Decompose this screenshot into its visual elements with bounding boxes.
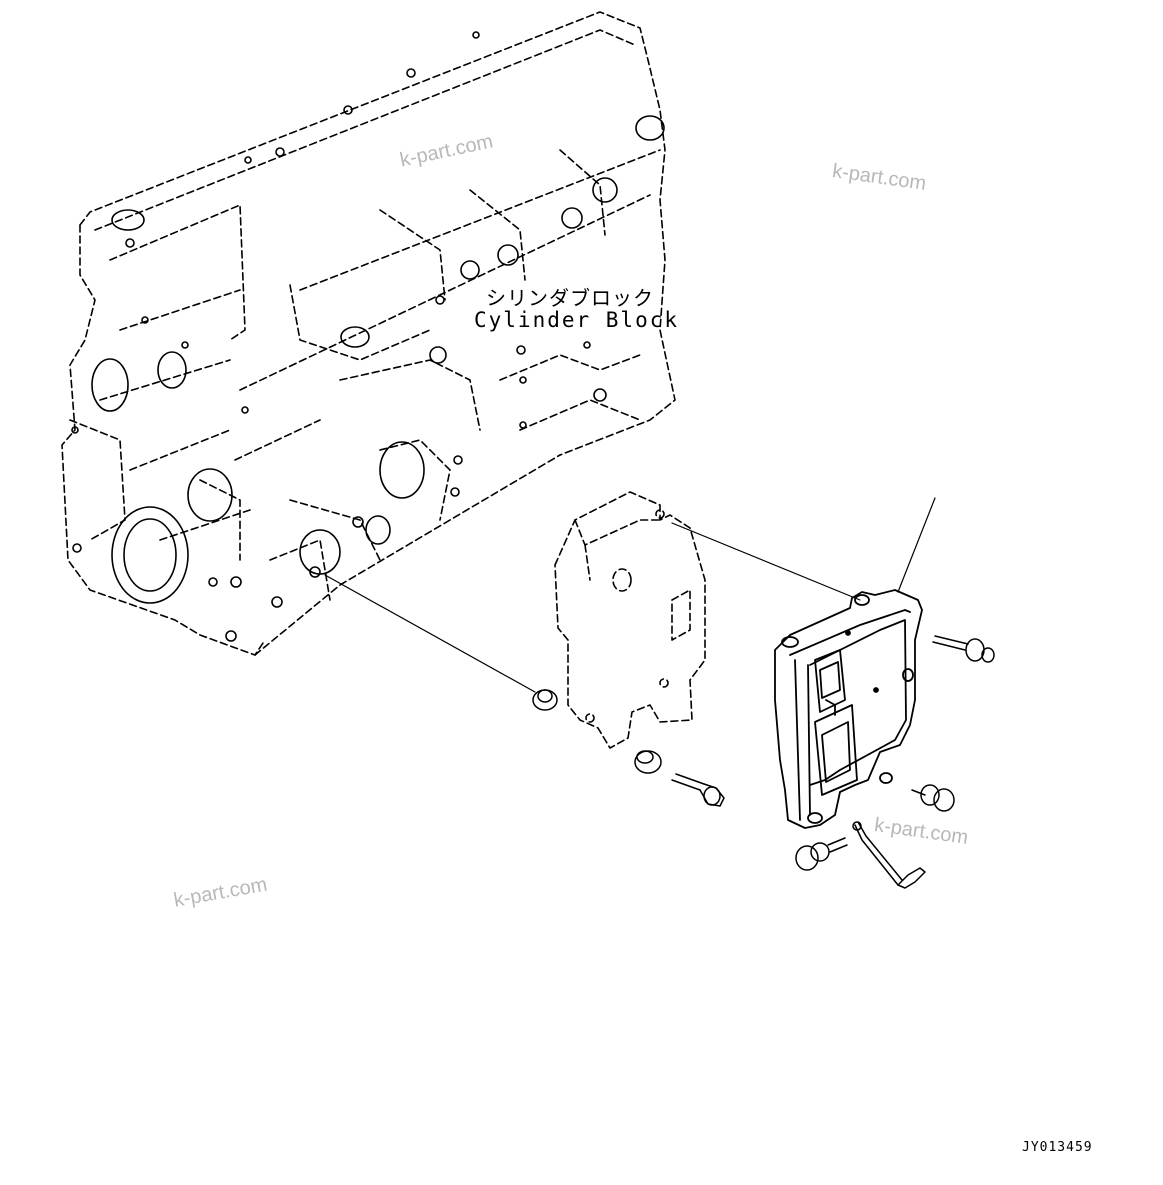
bolt-bottom (671, 773, 725, 807)
bolt-right-middle (911, 784, 955, 812)
leader-lines (324, 497, 936, 693)
bolt-lower (795, 837, 848, 871)
drawing-code: JY013459 (1022, 1140, 1093, 1155)
spacer-bottom (634, 750, 662, 774)
bolts-and-washers (532, 635, 995, 889)
engine-controller (774, 589, 923, 829)
mounting-bracket (554, 491, 706, 749)
cylinder-block-bores (71, 31, 665, 642)
cylinder-block-label-en: Cylinder Block (474, 308, 680, 332)
spacer-left (532, 689, 558, 711)
ground-wire (852, 821, 926, 889)
cylinder-block (61, 11, 676, 656)
bolt-right-top (932, 635, 995, 663)
cylinder-block-label-jp: シリンダブロック (486, 286, 654, 310)
